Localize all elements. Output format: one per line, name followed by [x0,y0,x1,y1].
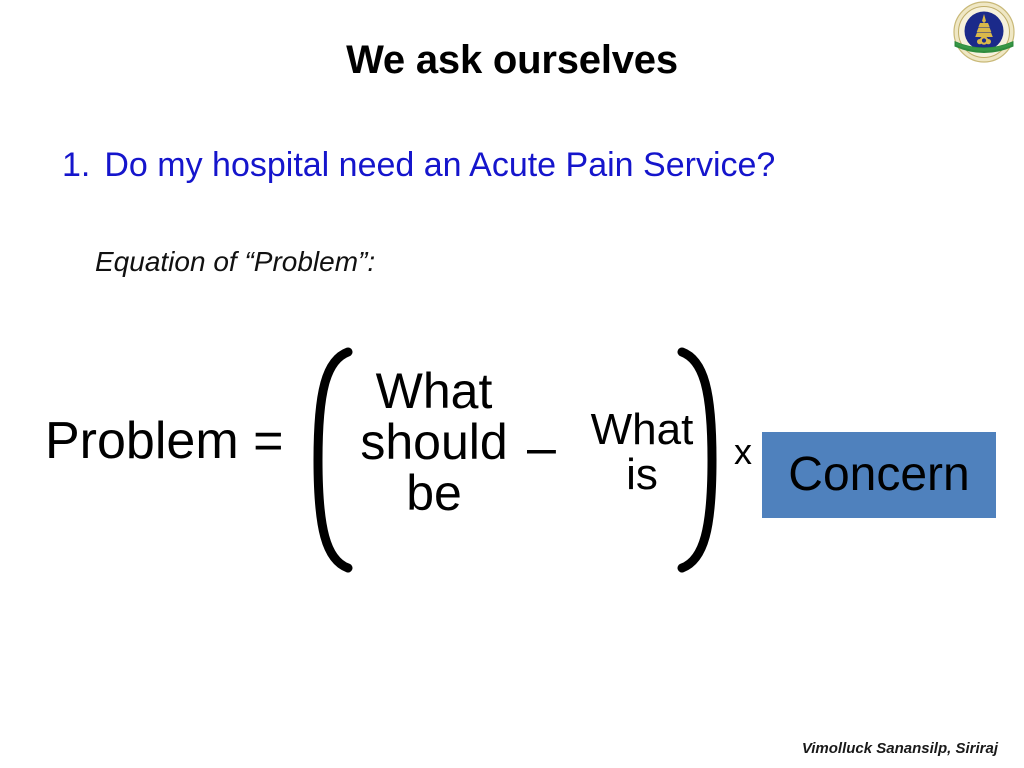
problem-equation: Problem = What should be – What is x Con… [40,340,1010,580]
mahidol-university-emblem-icon [953,1,1015,63]
subtrahend-line-1: What [590,405,694,454]
bracket-open-icon [308,346,354,574]
footer-author-credit: Vimolluck Sanansilp, Siriraj [801,740,998,757]
minuend-line-1: What [375,363,493,419]
question-list-item: 1. Do my hospital need an Acute Pain Serv… [62,146,775,185]
equation-caption: Equation of “Problem”: [95,246,376,277]
minuend-line-3: be [406,465,462,521]
minuend-stack: What should be [328,366,540,519]
equation-left-hand-side: Problem = [45,412,284,470]
concern-label: Concern [788,448,970,501]
question-number: 1. [62,146,91,184]
concern-highlight-box: Concern [762,432,996,518]
question-text: Do my hospital need an Acute Pain Servic… [104,146,776,184]
minuend-line-2: should [360,414,508,470]
multiply-operator: x [734,431,752,472]
minus-operator: – [527,419,556,477]
slide-title: We ask ourselves [346,38,678,82]
subtrahend-line-2: is [626,449,658,499]
bracket-close-icon [676,346,722,574]
subtrahend-stack: What is [568,405,716,499]
